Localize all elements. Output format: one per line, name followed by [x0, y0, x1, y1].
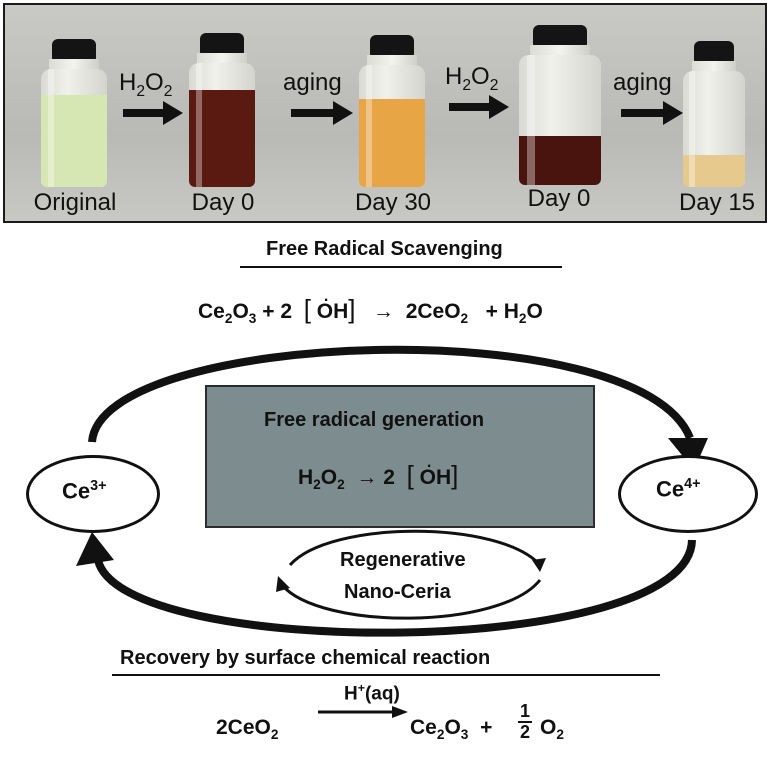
vial-liquid — [359, 99, 425, 187]
vial-liquid — [189, 90, 255, 187]
recovery-catalyst: H+(aq) — [344, 681, 400, 705]
radical-dot: · — [323, 292, 330, 309]
arrow-label: H2O2 — [119, 69, 173, 100]
vial-photo-strip: Original H2O2 Day 0 aging Day 30 — [3, 3, 767, 223]
vial-label-original: Original — [33, 189, 117, 216]
free-radical-generation-box — [205, 385, 595, 528]
ce4-label: Ce4+ — [656, 476, 701, 502]
vial-liquid — [519, 135, 601, 185]
regenerative-label: Regenerative — [340, 549, 466, 571]
ce3-label: Ce3+ — [62, 478, 107, 504]
one-half-fraction: 1 2 — [518, 701, 533, 742]
vial-label-day0-a: Day 0 — [191, 189, 255, 216]
oxygen-product: O2 — [540, 716, 564, 743]
ce4-ellipse — [618, 455, 758, 533]
vial-label-day15: Day 15 — [678, 189, 756, 216]
box-equation: H2O2 → 2 [ ·OH] — [298, 458, 459, 493]
arrowhead-icon — [276, 576, 290, 592]
recovery-title: Recovery by surface chemical reaction — [120, 647, 491, 669]
vial-day0-a — [189, 33, 255, 187]
aging-arrow: aging — [613, 69, 685, 129]
oxidation-arc — [88, 345, 694, 443]
right-arrow-icon — [449, 95, 509, 119]
arrow-label: aging — [613, 69, 672, 96]
vial-day0-b — [519, 25, 601, 185]
vial-liquid — [41, 94, 107, 187]
box-title: Free radical generation — [264, 409, 485, 431]
regen-bottom-arc — [280, 579, 542, 620]
reduction-arc — [94, 539, 696, 637]
arrow-label: aging — [283, 69, 342, 96]
recovery-products: Ce2O3 + — [410, 716, 493, 743]
vial-label-day30: Day 30 — [354, 189, 432, 216]
aging-arrow: aging — [283, 69, 355, 129]
nano-ceria-label: Nano-Ceria — [344, 581, 451, 603]
vial-day15 — [683, 41, 745, 187]
right-arrow-icon — [621, 101, 683, 125]
recovery-title-underline — [112, 674, 660, 676]
regen-top-arc — [288, 529, 542, 566]
vial-liquid — [683, 154, 745, 187]
scavenging-equation: Ce2O3 + 2 [ ·OH] → 2CeO2 + H2O — [198, 292, 543, 327]
arrowhead-icon — [76, 532, 114, 566]
vial-cap — [52, 39, 96, 61]
right-arrow-icon — [291, 101, 353, 125]
arrowhead-icon — [532, 558, 546, 572]
scavenging-title: Free Radical Scavenging — [266, 238, 503, 260]
vial-original — [41, 39, 107, 187]
arrow-label: H2O2 — [445, 63, 499, 94]
scavenging-title-underline — [240, 266, 562, 268]
vial-label-day0-b: Day 0 — [527, 185, 591, 212]
recovery-reactant: 2CeO2 — [216, 716, 279, 743]
arrowhead-icon — [668, 438, 708, 470]
h2o2-arrow: H2O2 — [119, 69, 185, 129]
radical-dot: · — [426, 458, 433, 475]
ce3-ellipse — [26, 455, 160, 533]
vial-day30 — [359, 35, 425, 187]
h2o2-arrow: H2O2 — [445, 63, 511, 123]
right-arrow-icon — [123, 101, 183, 125]
